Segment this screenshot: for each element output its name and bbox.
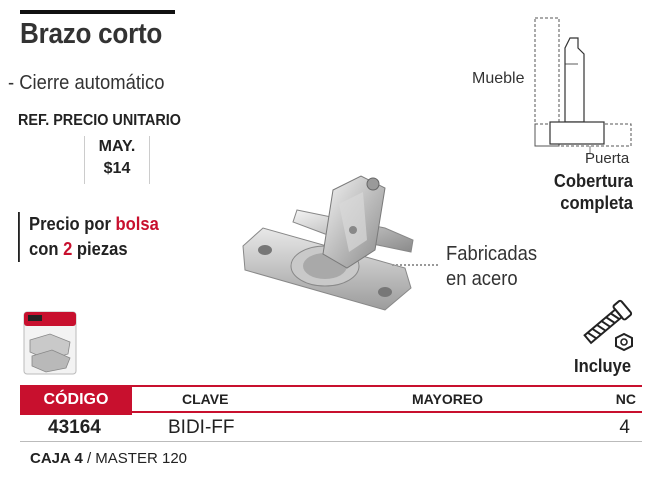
cell-codigo: 43164 [48,417,101,438]
header-mayoreo: MAYOREO [412,391,484,407]
overlay-diagram [534,17,632,154]
price-cell: MAY. $14 [84,136,150,184]
bag-line1-prefix: Precio por [29,214,116,234]
header-codigo: CÓDIGO [20,385,132,415]
mueble-label: Mueble [472,70,525,87]
table-header: CÓDIGO CLAVE MAYOREO NC [20,385,642,415]
bag-line2-accent: 2 [63,239,73,259]
title-rule [20,10,175,14]
price-header: REF. PRECIO UNITARIO [18,112,181,129]
price-sub-label: MAY. [98,138,136,155]
bag-line1-accent: bolsa [115,214,159,234]
header-clave: CLAVE [182,391,229,407]
price-value: $14 [103,160,131,177]
packaging-info: CAJA 4 / MASTER 120 [30,450,187,467]
bag-line2-prefix: con [29,239,64,259]
package-thumbnail [23,311,77,375]
bag-price-note: Precio por bolsa con 2 piezas [18,212,159,262]
hinge-product-image [242,175,414,311]
fabricadas-line2: en acero [446,268,518,290]
header-nc: NC [615,391,636,407]
screw-icon [583,299,633,352]
puerta-label: Puerta [585,150,630,167]
cobertura-line2: completa [560,193,633,213]
bag-line2-suffix: piezas [72,239,128,259]
fabricadas-line1: Fabricadas [446,243,538,265]
table-row: 43164 BIDI-FF 4 [20,414,642,442]
caja-count: CAJA 4 [30,450,83,467]
feature-text: - Cierre automático [8,72,165,94]
cell-clave: BIDI-FF [168,417,235,438]
product-title: Brazo corto [20,18,163,50]
cobertura-line1: Cobertura [553,171,633,191]
master-count: / MASTER 120 [82,450,187,467]
includes-label: Incluye [574,356,632,376]
cobertura-label: Cobertura completa [554,170,633,214]
fabricadas-leader-line [392,264,438,266]
cell-nc: 4 [619,417,630,438]
fabricadas-note: Fabricadas en acero [446,242,537,292]
